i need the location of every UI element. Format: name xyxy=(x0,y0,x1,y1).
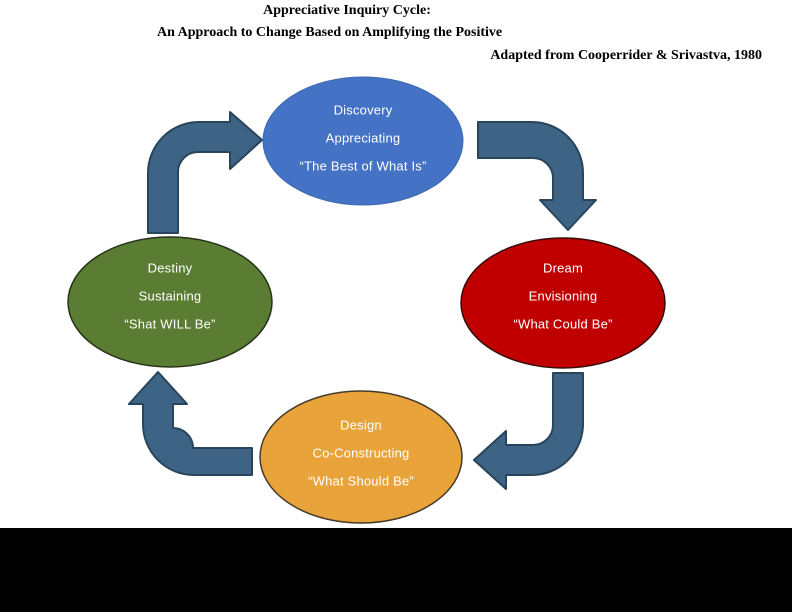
dream-name: Dream xyxy=(543,260,583,275)
design-process: Co-Constructing xyxy=(313,445,410,460)
destiny-name: Destiny xyxy=(148,260,193,275)
destiny-quote: “Shat WILL Be” xyxy=(124,316,215,331)
dream-process: Envisioning xyxy=(529,288,598,303)
slide-title-line-2: An Approach to Change Based on Amplifyin… xyxy=(157,25,503,40)
arrow-design-to-destiny xyxy=(128,371,253,476)
dream-ellipse xyxy=(460,237,666,369)
destiny-ellipse xyxy=(67,236,273,368)
discovery-name: Discovery xyxy=(334,102,393,117)
stage-design: Design Co-Constructing “What Should Be” xyxy=(259,390,463,524)
arrow-destiny-to-discovery xyxy=(147,111,263,234)
arrow-dream-to-design xyxy=(473,372,584,490)
bottom-black-bar xyxy=(0,528,792,612)
design-name: Design xyxy=(340,417,382,432)
design-quote: “What Should Be” xyxy=(308,473,414,488)
attribution-text: Adapted from Cooperrider & Srivastva, 19… xyxy=(490,48,762,63)
discovery-process: Appreciating xyxy=(326,130,401,145)
dream-quote: “What Could Be” xyxy=(513,316,612,331)
arrow-discovery-to-dream xyxy=(477,121,597,231)
cycle-diagram: Discovery Appreciating “The Best of What… xyxy=(67,76,666,524)
destiny-process: Sustaining xyxy=(139,288,202,303)
discovery-quote: “The Best of What Is” xyxy=(299,158,426,173)
stage-dream: Dream Envisioning “What Could Be” xyxy=(460,237,666,369)
stage-discovery: Discovery Appreciating “The Best of What… xyxy=(262,76,464,206)
design-ellipse xyxy=(259,390,463,524)
slide-title-line-1: Appreciative Inquiry Cycle: xyxy=(263,3,431,18)
discovery-ellipse xyxy=(262,76,464,206)
stage-destiny: Destiny Sustaining “Shat WILL Be” xyxy=(67,236,273,368)
